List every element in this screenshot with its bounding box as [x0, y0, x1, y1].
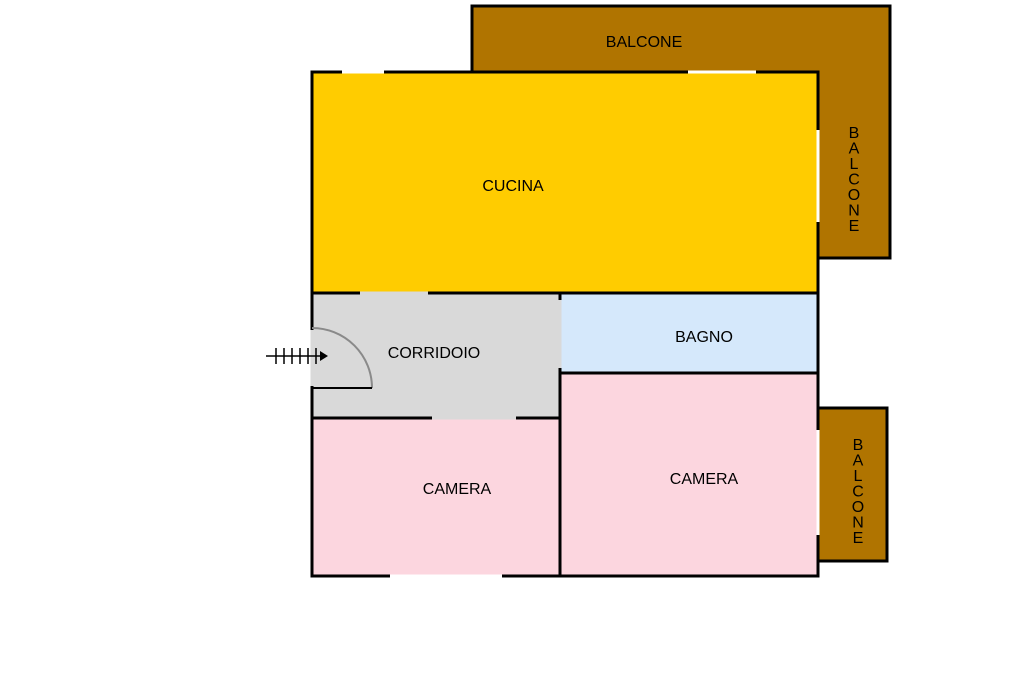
- openings: [310, 70, 820, 578]
- corridoio-label: CORRIDOIO: [388, 345, 480, 362]
- room-corridoio: [312, 293, 560, 418]
- room-balcone-top: [472, 6, 890, 258]
- room-cucina: [312, 72, 818, 293]
- entrance-arrow-icon: [266, 348, 328, 364]
- cucina-label: CUCINA: [482, 178, 544, 195]
- camera-right-label: CAMERA: [670, 471, 739, 488]
- balcone-top-label: BALCONE: [606, 34, 682, 51]
- camera-left-label: CAMERA: [423, 481, 492, 498]
- room-bagno: [560, 293, 818, 373]
- bagno-label: BAGNO: [675, 329, 733, 346]
- door-swing-icon: [311, 327, 373, 389]
- room-camera-right: [560, 373, 818, 576]
- room-balcone-right-lower: [818, 408, 887, 561]
- room-camera-left: [312, 418, 560, 576]
